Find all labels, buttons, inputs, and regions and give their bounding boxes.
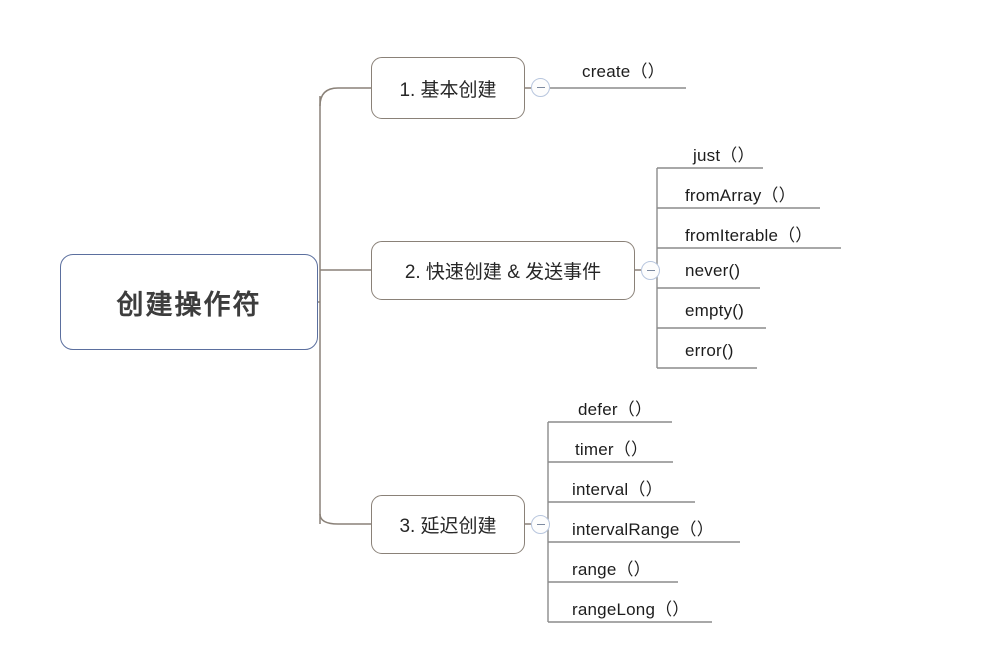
leaf-node[interactable]: create（） [582, 62, 665, 81]
leaf-node[interactable]: error() [685, 341, 734, 360]
minus-circle-icon-branch-basic[interactable] [531, 78, 550, 97]
leaf-node[interactable]: interval（） [572, 480, 663, 499]
branch-node-label: 1. 基本创建 [399, 79, 497, 101]
leaf-node[interactable]: empty() [685, 301, 745, 320]
leaf-node[interactable]: defer（） [578, 400, 653, 419]
branch-node-label: 2. 快速创建 & 发送事件 [404, 262, 602, 283]
leaf-node[interactable]: just（） [693, 146, 755, 165]
leaf-node[interactable]: rangeLong（） [572, 600, 690, 619]
branch-node-label: 3. 延迟创建 [399, 516, 497, 537]
minus-circle-icon-branch-deferred-create[interactable] [531, 515, 550, 534]
branch-node-basic[interactable]: 1. 基本创建 [371, 57, 525, 119]
leaf-node[interactable]: fromIterable（） [685, 226, 813, 245]
branch-node-deferred-create[interactable]: 3. 延迟创建 [371, 495, 525, 554]
root-node[interactable]: 创建操作符 [60, 254, 318, 350]
minus-circle-icon-branch-fast-create-emit[interactable] [641, 261, 660, 280]
leaf-node[interactable]: fromArray（） [685, 186, 796, 205]
branch-node-fast-create-emit[interactable]: 2. 快速创建 & 发送事件 [371, 241, 635, 300]
leaf-node[interactable]: never() [685, 261, 741, 280]
leaf-node[interactable]: intervalRange（） [572, 520, 714, 539]
root-node-label: 创建操作符 [116, 289, 262, 320]
leaf-node[interactable]: timer（） [575, 440, 649, 459]
leaf-node[interactable]: range（） [572, 560, 651, 579]
